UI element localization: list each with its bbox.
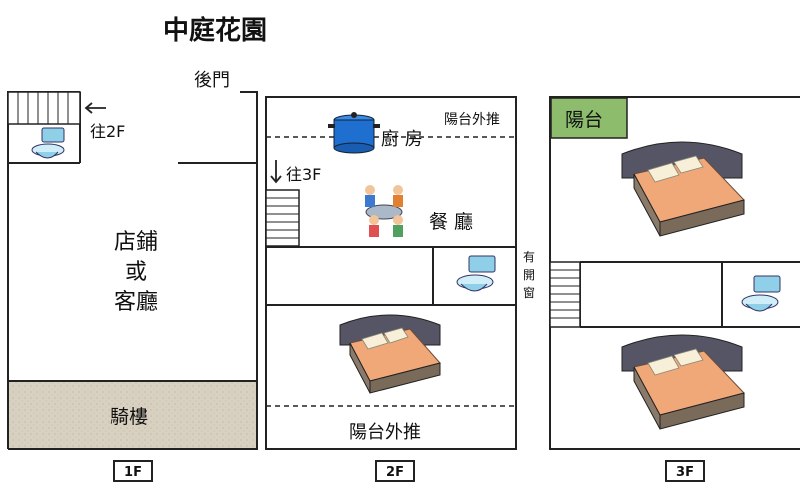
balcony-area [550, 97, 628, 139]
dining-people-icon [365, 185, 403, 237]
floor-1f-plan [7, 91, 258, 450]
back-door-label: 後門 [194, 70, 230, 91]
pot-icon [328, 112, 380, 154]
window-label-2: 開 [522, 268, 535, 282]
balcony-3f-label: 陽台 [565, 109, 604, 131]
window-label-3: 窗 [522, 286, 535, 300]
toilet-icon [456, 255, 496, 292]
floor-label-1f: 1F [113, 460, 153, 482]
page-title: 中庭花園 [163, 16, 268, 46]
dining-label: 餐 廳 [429, 211, 474, 233]
bed-icon [621, 334, 745, 430]
arcade-area [8, 381, 257, 449]
bed-icon [621, 141, 745, 237]
to-3f-label: 往3F [286, 165, 322, 184]
main-room-line-3: 客廳 [113, 290, 158, 315]
arrow-left-icon [84, 102, 106, 114]
window-label-1: 有 [522, 250, 535, 264]
to-2f-label: 往2F [90, 122, 126, 141]
kitchen-label: 廚 房 [381, 129, 423, 150]
floor-label-3f: 3F [665, 460, 705, 482]
main-room-line-2: 或 [124, 260, 147, 285]
bed-icon [339, 314, 441, 394]
main-room-label: 店鋪 或 客廳 [96, 228, 176, 318]
toilet-icon [741, 275, 781, 312]
arcade-label: 騎樓 [110, 406, 149, 428]
floor-label-2f: 2F [375, 460, 415, 482]
balcony-top-label: 陽台外推 [444, 112, 500, 128]
stairs-icon [549, 261, 581, 328]
floor-2f-plan [265, 96, 517, 450]
balcony-bottom-label: 陽台外推 [349, 422, 421, 443]
stairs-icon [265, 189, 300, 247]
window-label: 有 開 窗 [520, 248, 538, 302]
main-room-line-1: 店鋪 [113, 230, 158, 255]
floor-3f-plan [549, 96, 800, 450]
stairs-icon [7, 91, 81, 125]
toilet-icon [31, 127, 65, 159]
arrow-down-icon [270, 160, 282, 184]
